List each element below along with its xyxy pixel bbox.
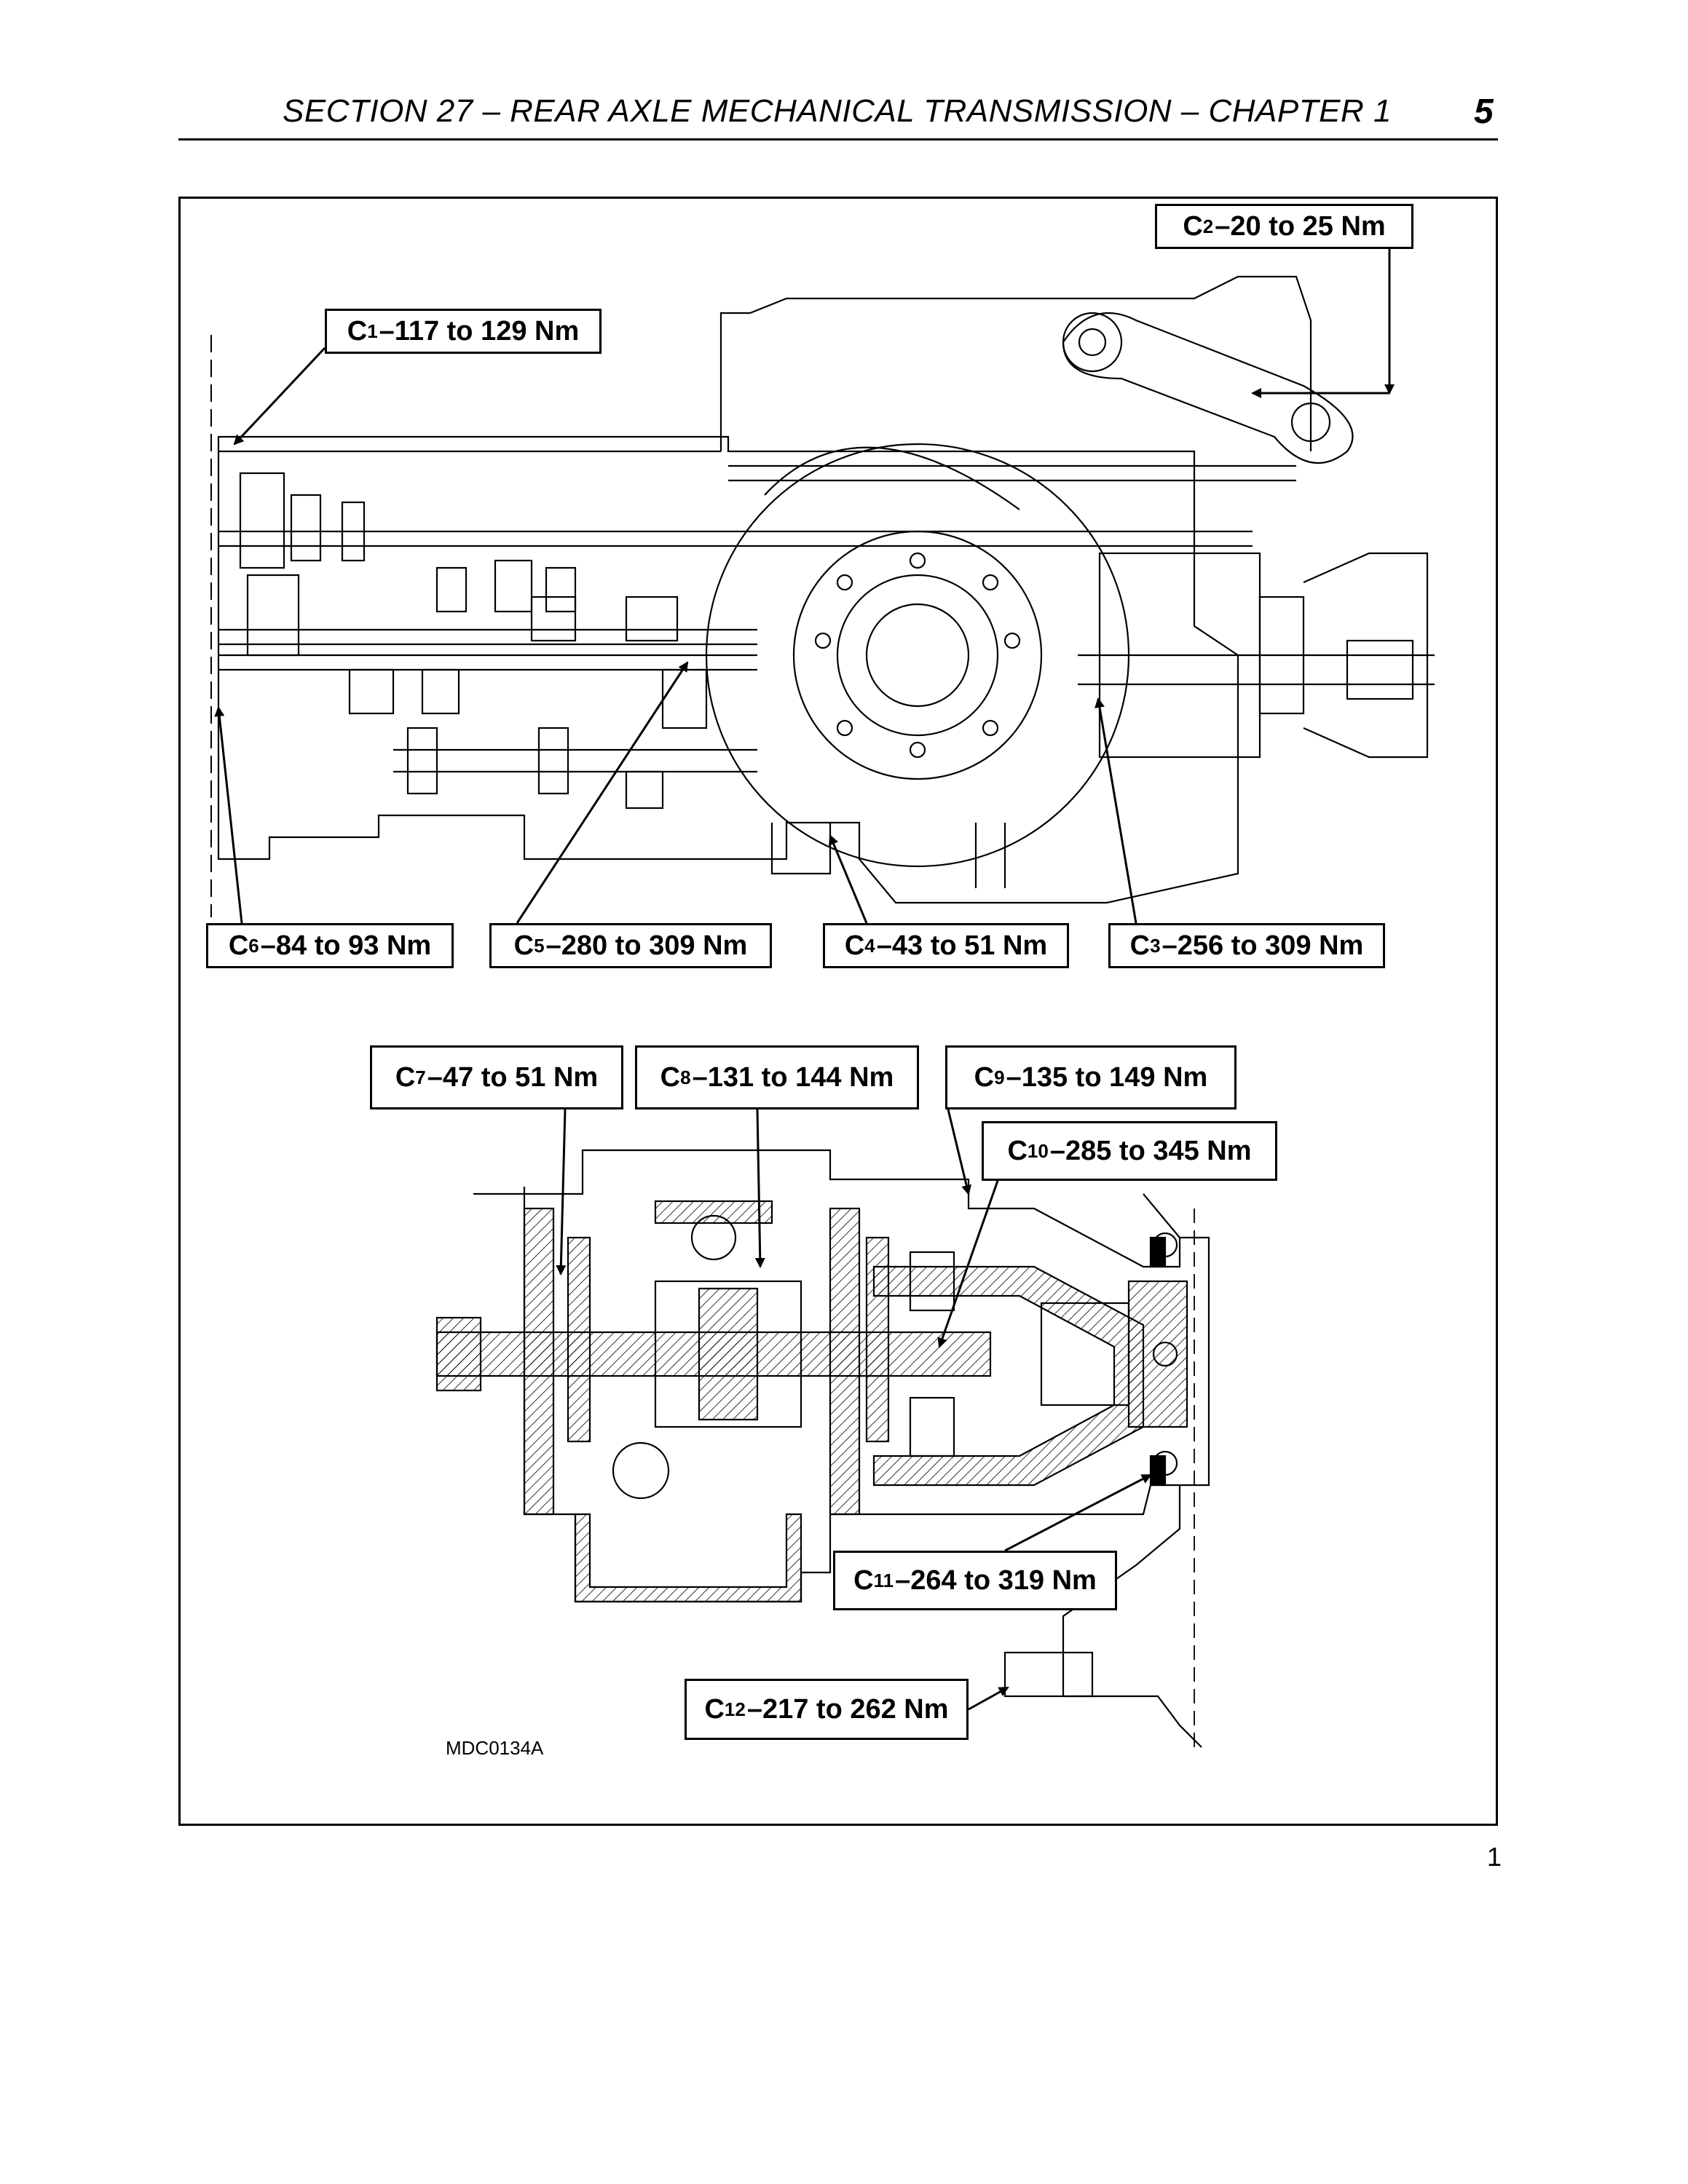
leader-c9 [947,1109,971,1195]
lower-axle-section [435,1149,1210,1748]
leader-c4 [829,834,868,924]
leader-c6 [214,706,243,924]
figure-frame [178,197,1498,1826]
figure-number: 1 [1487,1842,1502,1872]
leader-c12 [968,1686,1009,1711]
leader-c3 [1095,697,1137,924]
figure-code: MDC0134A [446,1737,544,1759]
leader-c5 [516,661,689,924]
leader-c11 [1004,1473,1152,1552]
upper-transmission-view [210,275,1435,917]
leader-c10 [937,1180,999,1348]
leader-c8 [754,1109,765,1268]
leader-c1 [233,347,326,446]
callout-leaders [214,246,1395,1711]
page-number: 5 [1474,92,1494,131]
leader-c7 [556,1109,567,1275]
header-rule [178,138,1498,141]
section-title: SECTION 27 – REAR AXLE MECHANICAL TRANSM… [283,93,1392,129]
